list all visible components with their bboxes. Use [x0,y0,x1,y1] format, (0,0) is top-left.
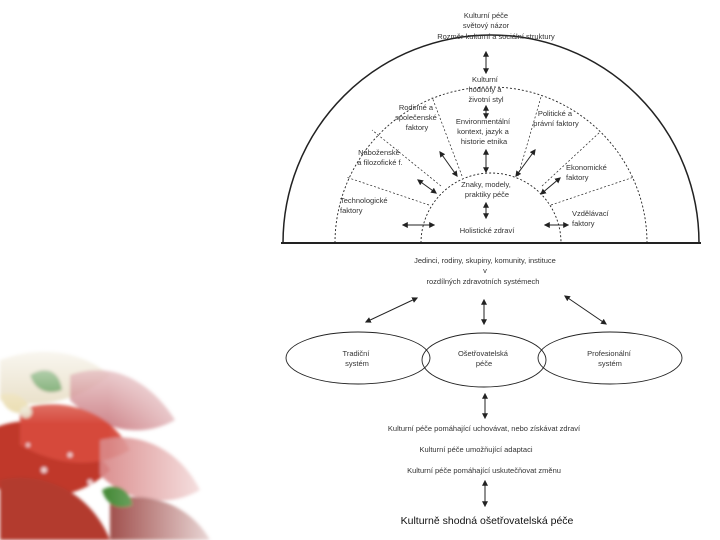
header-line3: Rozměr kulturní a sociální struktury [437,32,555,41]
sunrise-structure [281,34,701,388]
result-label: Kulturně shodná ošetřovatelská péče [401,515,574,527]
arrow-to-traditional [364,297,419,323]
header-line1: Kulturní péče [464,11,508,20]
traditional-system-label: Tradiční systém [343,349,372,368]
professional-system-ellipse [537,331,683,385]
divider-1 [345,176,430,206]
nursing-care-ellipse [421,332,547,388]
environmental-context-label: Environmentální kontext, jazyk a histori… [456,117,512,146]
religious-philosophical-factors-label: Náboženské a filozofické f. [357,148,402,167]
divider-6 [550,176,635,206]
arrow-religious [417,179,437,194]
cultural-values-label: Kulturní hodnoty a životní styl [468,75,503,104]
technological-factors-label: Technologické faktory [340,196,390,215]
professional-system-label: Profesionální systém [587,349,633,368]
individuals-line3: rozdílných zdravotních systémech [427,277,540,286]
care-knowledge-label: Znaky, modely, praktiky péče [461,180,513,199]
outer-arc [282,34,700,244]
arrow-to-professional [564,295,607,325]
header-line2: světový názor [463,21,510,30]
educational-factors-label: Vzdělávací faktory [572,209,611,228]
divider-3 [431,96,463,177]
inner-arc [420,172,562,244]
arrows [364,50,607,508]
family-social-factors-label: Rodinné a společenské faktory [395,103,439,132]
holistic-health-label: Holistické zdraví [460,226,516,235]
autumn-leaves-image [0,330,240,540]
nursing-care-label: Ošetřovatelská péče [458,349,510,368]
political-legal-factors-label: Politické a právní faktory [533,109,579,128]
preserve-action-label: Kulturní péče pomáhající uchovávat, nebo… [388,424,581,433]
arrow-political [515,149,536,177]
arrow-family [439,151,458,177]
divider-5 [541,131,601,187]
individuals-line1: Jedinci, rodiny, skupiny, komunity, inst… [414,256,556,265]
change-action-label: Kulturní péče pomáhající uskutečňovat zm… [407,466,561,475]
middle-arc [334,86,648,244]
divider-2 [371,129,442,187]
adapt-action-label: Kulturní péče umožňující adaptaci [420,445,533,454]
arrow-economic [540,177,561,195]
traditional-system-ellipse [285,331,431,385]
economic-factors-label: Ekonomické faktory [566,163,609,182]
individuals-line2: v [483,266,487,275]
